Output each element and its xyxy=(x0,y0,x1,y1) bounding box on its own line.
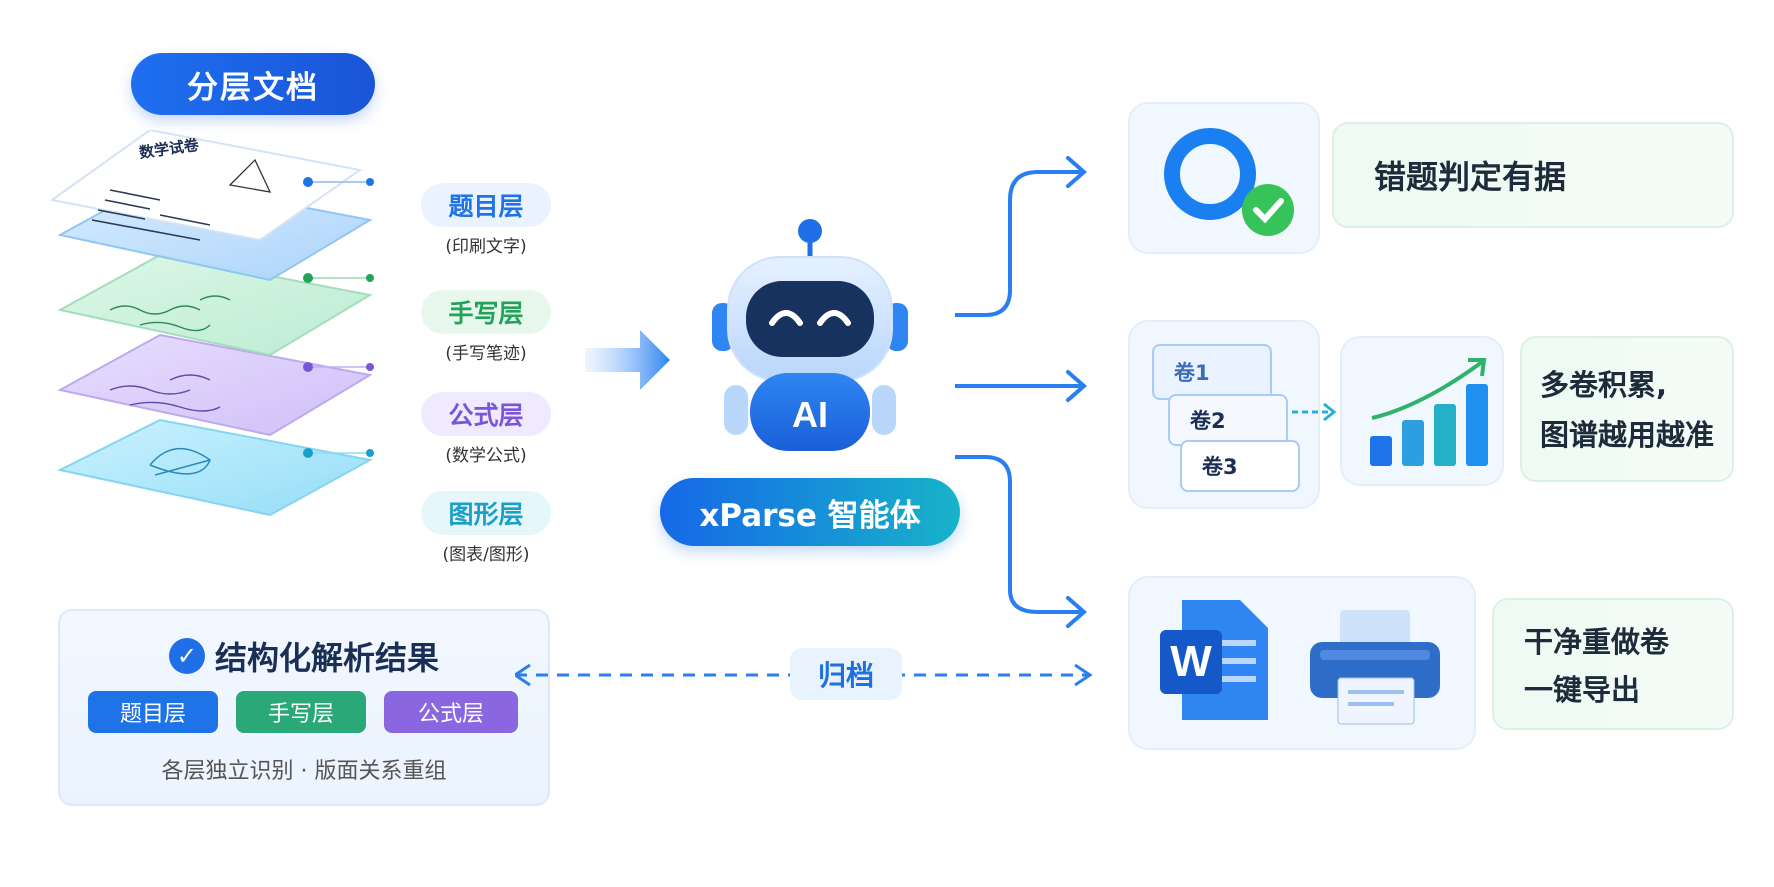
output-export-line2: 一键导出 xyxy=(1524,673,1641,707)
result-chip-print: 题目层 xyxy=(88,691,218,733)
result-chip-formula: 公式层 xyxy=(384,691,518,733)
volumes-to-chart-arrow xyxy=(1292,402,1337,422)
output-accumulation-line1: 多卷积累, xyxy=(1540,368,1668,402)
agent-name-pill: xParse 智能体 xyxy=(660,478,960,546)
word-doc-icon: W xyxy=(1160,600,1268,720)
word-letter: W xyxy=(1170,637,1212,686)
layer-sub-graphics: (图表/图形) xyxy=(442,545,530,565)
volume-2: 卷2 xyxy=(1168,394,1288,446)
result-title-row: ✓结构化解析结果 xyxy=(60,633,548,679)
layer-label-graphics: 图形层 xyxy=(421,491,551,535)
printer-icon xyxy=(1310,610,1440,725)
formula-layer-sheet xyxy=(57,333,373,437)
flow-arrow-to-agent xyxy=(585,330,670,390)
check-card xyxy=(1128,102,1320,254)
result-footer: 各层独立识别 · 版面关系重组 xyxy=(161,759,447,784)
export-card: W xyxy=(1128,576,1476,750)
check-circle-icon: ✓ xyxy=(168,638,205,674)
result-title: 结构化解析结果 xyxy=(214,639,439,677)
layer-label-formula: 公式层 xyxy=(421,392,551,436)
result-chip-handwriting: 手写层 xyxy=(236,691,366,733)
graphics-layer-sheet xyxy=(57,418,373,517)
layer-connectors xyxy=(303,177,374,458)
layer-sub-formula: (数学公式) xyxy=(445,446,527,466)
output-arrows xyxy=(955,156,1088,628)
output-accumulation-line2: 图谱越用越准 xyxy=(1540,418,1715,452)
output-export: 干净重做卷 一键导出 xyxy=(1492,598,1734,730)
output-export-line1: 干净重做卷 xyxy=(1524,625,1670,659)
volume-3: 卷3 xyxy=(1180,440,1300,492)
ai-robot-icon: AI xyxy=(712,219,908,451)
robot-badge: AI xyxy=(792,394,828,435)
layered-doc-title: 分层文档 xyxy=(131,53,375,115)
archive-label: 归档 xyxy=(790,648,902,700)
layer-stack-illustration: 数学试卷 xyxy=(49,130,374,517)
layer-sub-handwriting: (手写笔迹) xyxy=(445,344,527,364)
structured-result-panel: ✓结构化解析结果 题目层 手写层 公式层 各层独立识别 · 版面关系重组 xyxy=(58,609,550,806)
exam-paper-sheet xyxy=(49,130,363,242)
handwriting-layer-sheet xyxy=(57,253,373,357)
volume-1: 卷1 xyxy=(1152,344,1272,400)
layer-sub-print: (印刷文字) xyxy=(445,237,527,257)
growth-chart-icon xyxy=(1370,358,1488,466)
growth-chart-card xyxy=(1340,336,1504,486)
archive-dashed-arrow xyxy=(515,663,1093,687)
volumes-card: 卷1 卷2 卷3 xyxy=(1128,320,1320,509)
layer-label-handwriting: 手写层 xyxy=(421,290,551,334)
magnifier-check-icon xyxy=(1164,128,1294,236)
output-error-judgment: 错题判定有据 xyxy=(1332,122,1734,228)
output-accumulation: 多卷积累, 图谱越用越准 xyxy=(1520,336,1734,482)
layer-label-print: 题目层 xyxy=(421,183,551,227)
